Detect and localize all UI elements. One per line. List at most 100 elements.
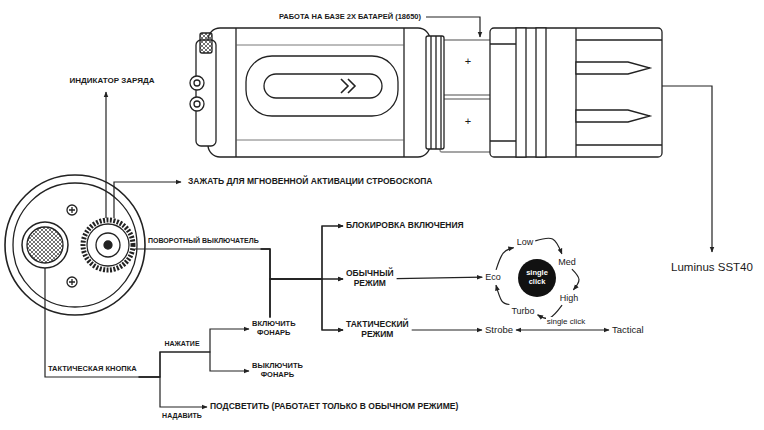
- node-text: Med: [558, 257, 576, 267]
- battery: [440, 99, 494, 152]
- leader-line: [114, 182, 181, 218]
- end-cap-ring: [13, 183, 137, 307]
- flashlight-head: [490, 28, 662, 157]
- side-button: [190, 76, 204, 90]
- flow-step: БЛОКИРОВКА ВКЛЮЧЕНИЯ: [346, 221, 464, 231]
- cycle-arrow: [572, 269, 579, 290]
- section-line: [235, 28, 236, 157]
- node-text: ВКЛЮЧИТЬ ФОНАРЬ: [252, 320, 296, 337]
- flow-connector: [270, 226, 343, 317]
- screw-slot: [69, 207, 75, 213]
- node-text: Eco: [485, 272, 501, 282]
- leader-line: [45, 268, 160, 377]
- polarity-mark: +: [465, 115, 471, 128]
- flow-step: ТАКТИЧЕСКИЙ РЕЖИМ: [346, 320, 409, 340]
- screw-slot: [69, 279, 75, 285]
- leader-line: [426, 17, 480, 37]
- flow-connector: [261, 249, 343, 279]
- leader-line: [662, 86, 712, 252]
- node-text: ТАКТИЧЕСКИЙ РЕЖИМ: [346, 320, 409, 340]
- flow-connector: [139, 377, 207, 407]
- end-cap-outline: [5, 175, 145, 315]
- edge-label: НАДАВИТЬ: [161, 412, 203, 420]
- chevron: [341, 79, 355, 93]
- edge-label: single click: [546, 317, 587, 326]
- thread: [426, 36, 444, 149]
- flow-connector: [270, 279, 343, 317]
- mode-label: Med: [558, 257, 576, 267]
- flow-connector: [412, 329, 482, 330]
- clip-slot: [264, 74, 382, 98]
- flow-step: ВЫКЛЮЧИТЬ ФОНАРЬ: [252, 362, 303, 379]
- flow-connector: [139, 329, 249, 377]
- emitter-label: Luminus SST40: [671, 261, 753, 274]
- control-label: ПОВОРОТНЫЙ ВЫКЛЮЧАТЕЛЬ: [148, 237, 259, 245]
- leader-line: [135, 248, 270, 249]
- node-text: single click: [521, 269, 553, 286]
- mode-label: Turbo: [511, 306, 534, 316]
- body-edge: [236, 45, 404, 140]
- flow-step: ПОДСВЕТИТЬ (РАБОТАЕТ ТОЛЬКО В ОБЫЧНОМ РЕ…: [210, 402, 458, 412]
- body-tube: [208, 28, 430, 157]
- flow-connector: [139, 352, 249, 377]
- mode-label: Eco: [485, 272, 501, 282]
- head-groove: [536, 28, 546, 157]
- screw: [67, 277, 77, 287]
- node-text: High: [560, 293, 579, 303]
- node-text: Turbo: [511, 306, 534, 316]
- click-circle: single click: [518, 259, 556, 297]
- cycle-arrow: [535, 238, 562, 254]
- polarity-mark: +: [465, 55, 471, 68]
- part-label: РАБОТА НА БАЗЕ 2Х БАТАРЕЙ (18650): [279, 13, 421, 22]
- flow-connector: [261, 226, 343, 279]
- flow-connector: [397, 277, 483, 278]
- flow-connector: [516, 329, 609, 330]
- tail-cap: [196, 40, 216, 146]
- side-button-dot: [194, 80, 200, 86]
- head-edge: [490, 40, 662, 145]
- side-button: [190, 97, 204, 111]
- mode-label: Tactical: [612, 325, 644, 336]
- node-text: ВЫКЛЮЧИТЬ ФОНАРЬ: [252, 362, 303, 379]
- cycle-arrow: [496, 248, 514, 270]
- side-button-dot: [194, 101, 200, 107]
- node-text: Strobe: [485, 325, 513, 336]
- thread-lines: [431, 36, 441, 149]
- tail-knurl: [200, 33, 212, 53]
- rotary-knob-teeth: [83, 220, 133, 270]
- mode-label: High: [560, 293, 579, 303]
- cycle-arrow: [496, 285, 509, 304]
- callout-label: ЗАЖАТЬ ДЛЯ МГНОВЕННОЙ АКТИВАЦИИ СТРОБОСК…: [188, 177, 433, 187]
- node-text: ПОВОРОТНЫЙ ВЫКЛЮЧАТЕЛЬ: [148, 237, 259, 245]
- rotary-knob-center: [96, 233, 120, 257]
- node-text: Tactical: [612, 325, 644, 336]
- head-edge: [575, 28, 576, 157]
- leader-lines: [45, 17, 712, 377]
- battery: [440, 40, 494, 95]
- node-text: ПОДСВЕТИТЬ (РАБОТАЕТ ТОЛЬКО В ОБЫЧНОМ РЕ…: [210, 402, 458, 412]
- flow-step: ВКЛЮЧИТЬ ФОНАРЬ: [252, 320, 296, 337]
- node-text: Low: [517, 237, 534, 247]
- head-fin: [576, 62, 650, 74]
- edge-label: НАЖАТИЕ: [163, 340, 200, 348]
- section-line: [403, 28, 404, 157]
- control-label: ТАКТИЧЕСКАЯ КНОПКА: [48, 365, 137, 374]
- head-fin: [576, 110, 650, 122]
- flow-connector: [261, 249, 343, 330]
- flow-step: ОБЫЧНЫЙ РЕЖИМ: [346, 269, 394, 289]
- leader-line: [105, 92, 106, 218]
- callout-label: ИНДИКАТОР ЗАРЯДА: [70, 76, 155, 85]
- screw: [67, 205, 77, 215]
- head-groove: [516, 28, 526, 157]
- node-text: ОБЫЧНЫЙ РЕЖИМ: [346, 269, 394, 289]
- mode-label: Strobe: [485, 325, 513, 336]
- tactical-button: [22, 222, 68, 268]
- mode-label: Low: [517, 237, 534, 247]
- node-text: БЛОКИРОВКА ВКЛЮЧЕНИЯ: [346, 221, 464, 231]
- rotary-knob-dot: [104, 241, 112, 249]
- flashlight-side-view: [190, 28, 662, 157]
- tactical-button-knurl: [27, 227, 63, 263]
- rotary-knob: [87, 224, 129, 266]
- tail-cap-end-view: [5, 175, 145, 315]
